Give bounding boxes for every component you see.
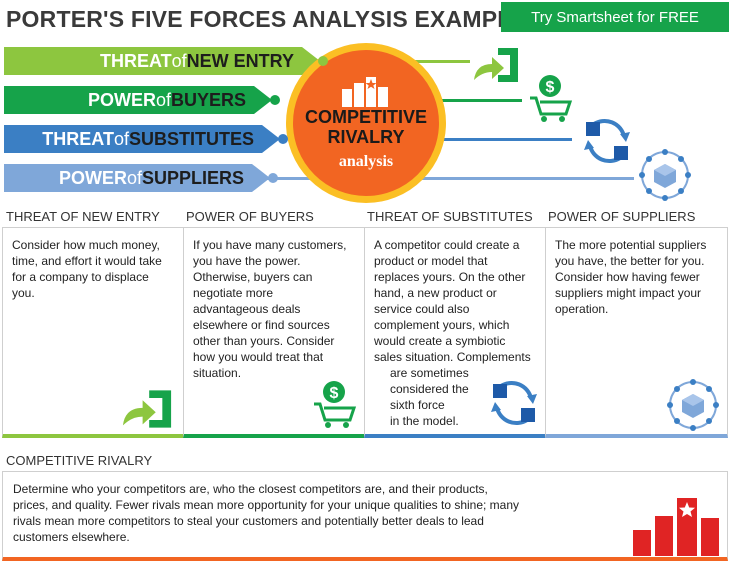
connector-dot-substitutes [278,134,288,144]
svg-text:$: $ [330,385,339,402]
substitute-cycle-icon [584,118,630,164]
card-threat-new-entry: Consider how much money, time, and effor… [2,227,184,438]
substitute-cycle-icon [491,380,537,426]
heading-threat-substitutes: THREAT OF SUBSTITUTES [367,209,533,224]
entry-arrow-icon [474,48,518,82]
heading-power-buyers: POWER OF BUYERS [186,209,314,224]
card-text-suppliers: The more potential suppliers you have, t… [555,238,707,316]
supplier-network-icon [667,379,719,431]
card-text-new-entry: Consider how much money, time, and effor… [12,238,162,300]
card-power-suppliers: The more potential suppliers you have, t… [545,227,728,438]
svg-text:$: $ [546,79,555,96]
supplier-network-icon [639,149,691,201]
center-title-line1: COMPETITIVE [304,107,427,127]
heading-power-suppliers: POWER OF SUPPLIERS [548,209,696,224]
card-text-buyers: If you have many customers, you have the… [193,238,347,380]
card-threat-substitutes: A competitor could create a product or m… [364,227,546,438]
center-title-line2: RIVALRY [327,127,405,147]
card-text-rivalry: Determine who your competitors are, who … [13,482,520,544]
banner-threat-new-entry: THREAT of NEW ENTRY [4,47,320,75]
competitive-rivalry-circle: COMPETITIVE RIVALRY analysis [286,43,446,203]
connector-dot-buyers [270,95,280,105]
shopping-cart-dollar-icon: $ [314,381,357,428]
connector-dot-new-entry [318,56,328,66]
center-subtitle: analysis [338,153,394,170]
try-smartsheet-button[interactable]: Try Smartsheet for FREE [501,2,729,32]
card-competitive-rivalry: Determine who your competitors are, who … [2,471,728,561]
heading-competitive-rivalry: COMPETITIVE RIVALRY [6,453,153,468]
entry-arrow-icon [122,390,172,428]
page-title: PORTER'S FIVE FORCES ANALYSIS EXAMPLE [6,6,528,32]
connector-dot-suppliers [268,173,278,183]
bar-chart-star-icon [633,498,719,556]
card-power-buyers: If you have many customers, you have the… [183,227,365,438]
banner-power-buyers: POWER of BUYERS [4,86,272,114]
banner-threat-substitutes: THREAT of SUBSTITUTES [4,125,280,153]
connector-line-suppliers [262,177,634,180]
card-text-substitutes: A competitor could create a product or m… [374,238,531,428]
banner-power-suppliers: POWER of SUPPLIERS [4,164,270,192]
heading-threat-new-entry: THREAT OF NEW ENTRY [6,209,160,224]
shopping-cart-dollar-icon: $ [530,75,573,122]
bar-chart-star-icon [342,77,388,107]
